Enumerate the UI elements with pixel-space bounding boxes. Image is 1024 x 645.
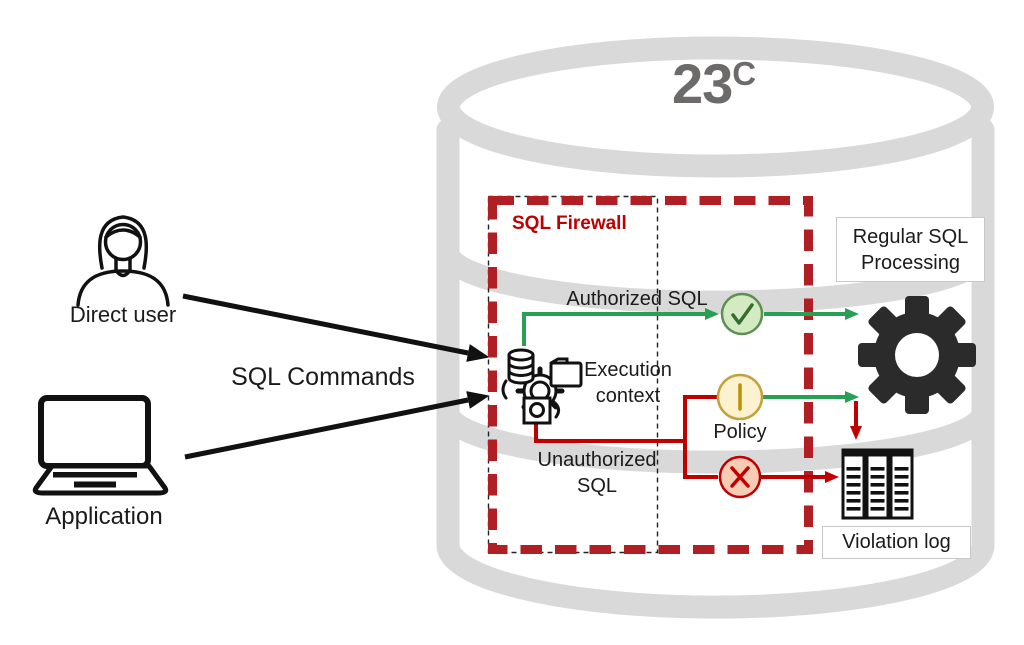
check-circle-icon	[720, 292, 764, 336]
authorized-flow	[522, 308, 859, 403]
sql-commands-label: SQL Commands	[231, 363, 415, 391]
violation-log-box: Violation log	[822, 526, 971, 559]
to-block-line	[683, 441, 718, 479]
person-icon	[76, 215, 170, 307]
version-number: 23	[672, 52, 733, 115]
unauthorized-sql-label: Unauthorized SQL	[537, 449, 657, 497]
direct-user-arrow	[182, 293, 490, 362]
cylinder-top-ellipse	[437, 36, 994, 178]
authorized-arrow-1	[522, 308, 719, 346]
unauthorized-flow	[534, 395, 862, 483]
authorized-sql-label: Authorized SQL	[566, 288, 708, 310]
regular-sql-processing-label: Regular SQL Processing	[852, 225, 969, 274]
firewall-border	[488, 196, 813, 554]
sql-commands-arrows	[182, 293, 490, 460]
policy-bar-circle-icon	[716, 373, 764, 421]
regular-sql-processing-box: Regular SQL Processing	[836, 217, 985, 282]
violation-log-label: Violation log	[842, 531, 951, 553]
firewall-title: SQL Firewall	[512, 213, 627, 234]
mini-database	[507, 348, 535, 385]
application-arrow	[184, 391, 490, 460]
gear-icon	[858, 296, 976, 414]
execution-context-label: Execution context	[584, 359, 672, 407]
version-superscript: C	[732, 55, 756, 92]
db-version-title: 23 C	[672, 52, 756, 115]
to-policy-line	[683, 395, 717, 441]
execution-context-icon	[501, 348, 583, 425]
mini-folder	[549, 357, 583, 388]
x-circle-icon	[718, 455, 762, 499]
cylinder-band-2	[436, 400, 995, 474]
direct-user-label: Direct user	[69, 302, 177, 327]
cylinder-bottom-arc	[436, 533, 995, 619]
policy-label: Policy	[713, 421, 767, 443]
log-table-icon	[841, 448, 914, 520]
laptop-icon	[32, 395, 169, 496]
unauthorized-line	[534, 423, 685, 443]
application-label: Application	[45, 503, 163, 530]
mini-camera	[522, 396, 552, 425]
